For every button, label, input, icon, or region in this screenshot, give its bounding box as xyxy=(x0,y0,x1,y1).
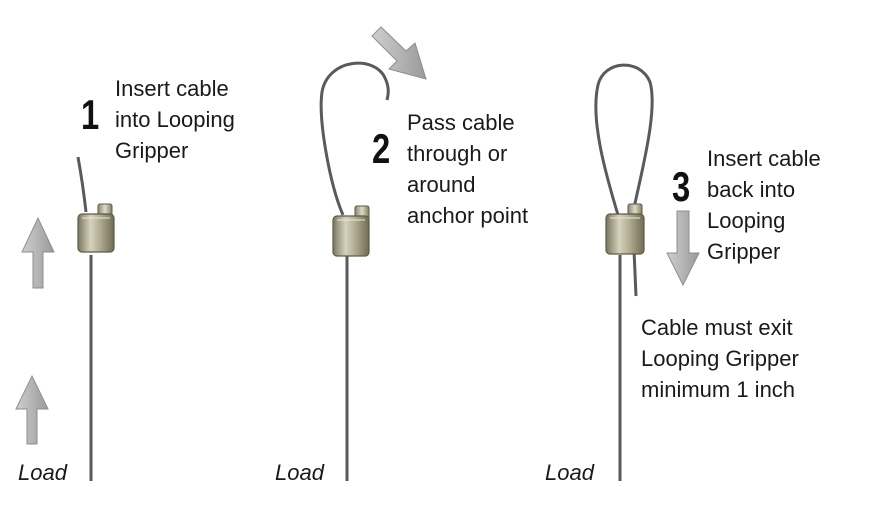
step-1-line-3: Gripper xyxy=(115,138,189,163)
note-line-1: Cable must exit xyxy=(641,315,793,340)
step-3-number: 3 xyxy=(672,163,691,210)
step-1-assembly xyxy=(76,156,115,481)
step-3-looping-gripper xyxy=(605,203,645,255)
down-arrow-icon xyxy=(666,210,700,287)
load-label-1: Load xyxy=(18,460,67,485)
step-2-line-3: around xyxy=(407,172,476,197)
step-2-cable-loop xyxy=(319,61,390,216)
step-3-cable-tail xyxy=(632,249,638,297)
step-1-looping-gripper xyxy=(77,203,115,253)
step-3-line-1: Insert cable xyxy=(707,146,821,171)
step-2-line-2: through or xyxy=(407,141,508,166)
step-1-cable-inserted xyxy=(76,156,88,213)
up-arrow-icon xyxy=(21,216,55,289)
step-3-cable-loop-left xyxy=(594,63,654,216)
note-line-3: minimum 1 inch xyxy=(641,377,796,402)
step-3-instruction: Insert cable back into Looping Gripper xyxy=(707,143,821,267)
step-3-assembly xyxy=(594,63,654,481)
up-arrow-icon xyxy=(15,374,49,445)
step-2-number: 2 xyxy=(372,125,391,172)
step-1-number: 1 xyxy=(81,91,100,138)
step-3-line-4: Gripper xyxy=(707,239,781,264)
note-line-2: Looping Gripper xyxy=(641,346,799,371)
step-2-instruction: Pass cable through or around anchor poin… xyxy=(407,107,528,231)
step-3-line-3: Looping xyxy=(707,208,786,233)
step-1-line-1: Insert cable xyxy=(115,76,229,101)
exit-length-note: Cable must exit Looping Gripper minimum … xyxy=(641,312,799,405)
step-2-line-1: Pass cable xyxy=(407,110,515,135)
diagonal-arrow-icon xyxy=(371,26,427,80)
step-2-looping-gripper xyxy=(332,205,370,257)
step-3-line-2: back into xyxy=(707,177,796,202)
load-label-3: Load xyxy=(545,460,594,485)
step-2-assembly xyxy=(319,61,390,481)
step-1-line-2: into Looping xyxy=(115,107,235,132)
load-label-2: Load xyxy=(275,460,324,485)
step-2-line-4: anchor point xyxy=(407,203,529,228)
step-1-instruction: Insert cable into Looping Gripper xyxy=(115,73,235,166)
